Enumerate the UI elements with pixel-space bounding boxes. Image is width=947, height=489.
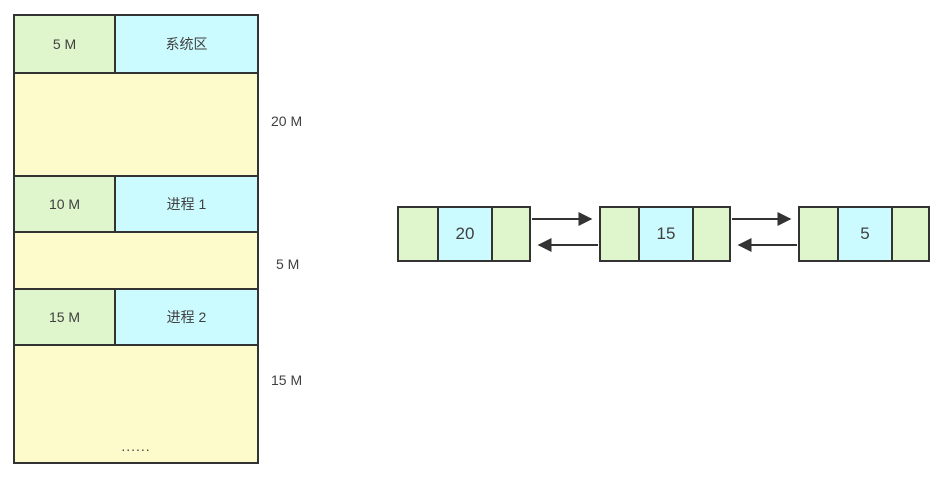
- memory-row-free-15m: ......: [15, 344, 257, 462]
- node-value: 15: [638, 208, 694, 260]
- memory-row-label: 进程 1: [116, 177, 257, 231]
- ellipsis-text: ......: [121, 438, 151, 454]
- node-prev-pointer: [399, 208, 437, 260]
- memory-row-free-body: [15, 74, 257, 175]
- node-value: 5: [837, 208, 893, 260]
- list-node-15: 15: [599, 206, 731, 262]
- memory-row-size: 5 M: [15, 16, 116, 72]
- side-note-5m: 5 M: [276, 256, 300, 272]
- memory-row-size: 10 M: [15, 177, 116, 231]
- side-note-20m: 20 M: [271, 113, 303, 129]
- node-next-pointer: [693, 208, 729, 260]
- memory-row-free-body: ......: [15, 346, 257, 462]
- node-next-pointer: [493, 208, 529, 260]
- memory-row-label: 进程 2: [116, 290, 257, 344]
- list-node-5: 5: [798, 206, 930, 262]
- memory-map-table: 5 M 系统区 10 M 进程 1 15 M 进程 2 ......: [13, 14, 259, 464]
- memory-row-free-5m: [15, 231, 257, 288]
- node-next-pointer: [892, 208, 928, 260]
- memory-row-system: 5 M 系统区: [15, 16, 257, 72]
- memory-row-size: 15 M: [15, 290, 116, 344]
- memory-row-free-body: [15, 233, 257, 288]
- memory-row-free-20m: [15, 72, 257, 175]
- memory-row-process-2: 15 M 进程 2: [15, 288, 257, 344]
- memory-row-label: 系统区: [116, 16, 257, 72]
- node-prev-pointer: [800, 208, 838, 260]
- node-value: 20: [436, 208, 494, 260]
- side-note-15m: 15 M: [271, 372, 303, 388]
- list-node-20: 20: [397, 206, 531, 262]
- node-prev-pointer: [601, 208, 639, 260]
- memory-row-process-1: 10 M 进程 1: [15, 175, 257, 231]
